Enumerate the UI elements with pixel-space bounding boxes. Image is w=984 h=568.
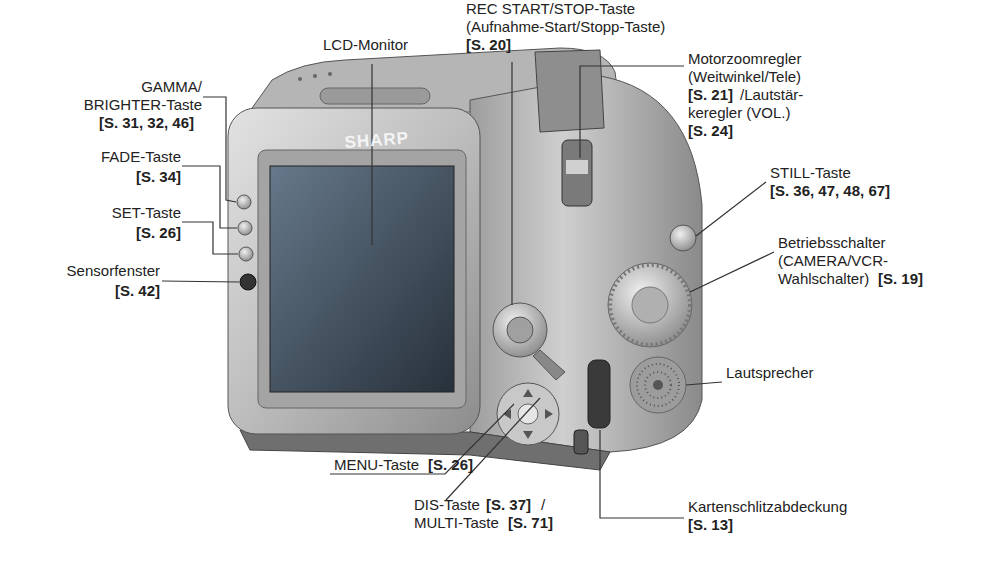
leader-line (690, 252, 774, 292)
leader-line (182, 166, 237, 228)
leader-line (162, 281, 239, 282)
page-reference: [S. 26] (428, 456, 473, 474)
leader-line (182, 222, 238, 254)
page-reference: [S. 20] (466, 36, 511, 54)
side-switch (574, 430, 588, 454)
part-label: MENU-Taste (334, 456, 419, 474)
part-label: LCD-Monitor (323, 36, 408, 54)
dial-ridges (610, 265, 690, 345)
set-button (239, 247, 253, 261)
zoom-lever (562, 140, 592, 206)
part-label: / (541, 496, 545, 514)
pad-center (518, 404, 538, 424)
part-label: Lautsprecher (726, 364, 814, 382)
part-label: MULTI-Taste (414, 514, 499, 532)
part-label: REC START/STOP-Taste (466, 0, 635, 18)
control-pad (497, 383, 559, 445)
part-label: (Aufnahme-Start/Stopp-Taste) (466, 18, 665, 36)
viewfinder (535, 50, 604, 132)
page-reference: [S. 37] (486, 496, 531, 514)
speaker-grille (653, 380, 663, 390)
screen-frame (258, 150, 466, 408)
leader-lines (162, 62, 774, 518)
part-label: (Weitwinkel/Tele) (688, 68, 801, 86)
part-label: (CAMERA/VCR- (778, 252, 888, 270)
page-reference: [S. 26] (136, 224, 181, 242)
pad-arrows (503, 389, 553, 439)
page-reference: [S. 71] (508, 514, 553, 532)
lcd-bezel (228, 108, 480, 434)
top-button (320, 88, 430, 104)
body-bottom (240, 430, 610, 470)
fade-button (238, 221, 252, 235)
leader-line (330, 404, 514, 474)
page-reference: [S. 34] (136, 168, 181, 186)
dial-center (632, 287, 668, 323)
leader-line (446, 398, 540, 500)
leader-line (371, 64, 372, 245)
part-label: DIS-Taste (414, 496, 480, 514)
sensor-window (240, 274, 256, 290)
indicator-dot (328, 72, 332, 76)
part-label: STILL-Taste (770, 164, 851, 182)
speaker-grille (637, 364, 679, 406)
rec-button-center (507, 317, 533, 343)
page-reference: [S. 24] (688, 122, 733, 140)
page-reference: [S. 19] (878, 270, 923, 288)
page-reference: [S. 36, 47, 48, 67] (770, 182, 890, 200)
part-label: Sensorfenster (67, 262, 160, 280)
page-reference: [S. 42] (115, 282, 160, 300)
leader-line (511, 62, 512, 305)
part-label: Motorzoomregler (688, 50, 801, 68)
speaker-grille (645, 372, 671, 398)
part-label: FADE-Taste (101, 148, 181, 166)
leader-line (580, 66, 684, 158)
leader-line (696, 182, 766, 236)
part-label: GAMMA/ (141, 78, 202, 96)
indicator-dot (298, 77, 302, 81)
part-label: BRIGHTER-Taste (84, 96, 202, 114)
part-label: Betriebsschalter (778, 234, 886, 252)
part-label: Kartenschlitzabdeckung (688, 498, 847, 516)
rec-button (493, 303, 547, 357)
part-label: Wahlschalter) (778, 270, 869, 288)
part-label: SET-Taste (112, 204, 181, 222)
leader-line (686, 382, 722, 385)
page-reference: [S. 21] (688, 86, 733, 104)
indicator-dot (313, 74, 317, 78)
body-side (470, 76, 702, 452)
card-slot-cover (588, 360, 610, 428)
speaker (630, 357, 686, 413)
still-button (670, 225, 696, 251)
leader-line (600, 430, 684, 518)
lcd-screen (270, 166, 454, 392)
zoom-slider (566, 160, 588, 174)
mode-dial (608, 263, 692, 347)
rec-lever (533, 350, 565, 380)
part-label: keregler (VOL.) (688, 104, 791, 122)
gamma-button (237, 195, 251, 209)
part-label: /Lautstär- (740, 86, 803, 104)
page-reference: [S. 13] (688, 516, 733, 534)
page-reference: [S. 31, 32, 46] (99, 114, 194, 132)
